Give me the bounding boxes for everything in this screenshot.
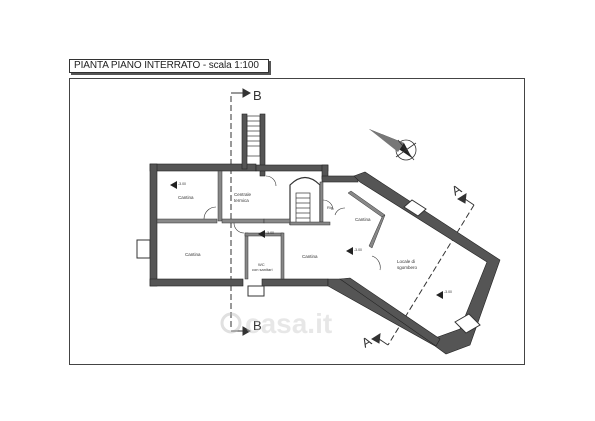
room-label-cantina-nw: Cantina <box>178 195 194 200</box>
window-wells <box>136 199 481 334</box>
doors <box>203 175 381 271</box>
room-label-centrale-1: Centrale <box>234 192 252 197</box>
staircase-north <box>246 115 261 157</box>
exterior-walls <box>149 113 359 287</box>
room-label-locale-2: sgombero <box>397 265 418 270</box>
room-label-wc-2: con sanitari <box>252 267 273 272</box>
east-wing-walls <box>327 171 501 355</box>
plan-title: PIANTA PIANO INTERRATO - scala 1:100 <box>69 59 269 73</box>
svg-text:casa.it: casa.it <box>245 308 332 339</box>
staircase-central <box>289 176 321 225</box>
east-wing-lower-wall <box>339 277 441 347</box>
section-b-bottom-label: B <box>253 318 262 333</box>
level-label-2: -3.00 <box>266 231 274 235</box>
room-label-cantina-ne: Cantina <box>355 217 371 222</box>
drawing-frame <box>69 78 525 365</box>
watermark-logo: casa.it <box>220 308 332 339</box>
level-label-1: -3.00 <box>178 182 186 186</box>
level-label-4: -3.00 <box>444 290 452 294</box>
section-line-b <box>230 88 252 336</box>
room-label-rip: Rip. <box>327 205 334 210</box>
room-label-cantina-c: Cantina <box>302 254 318 259</box>
level-label-3: -3.00 <box>354 248 362 252</box>
north-arrow-icon <box>369 129 417 161</box>
room-label-centrale-2: termica <box>234 198 249 203</box>
section-a-bottom-label: A <box>359 333 374 350</box>
room-label-wc-1: WC <box>258 262 265 267</box>
level-markers <box>170 181 443 299</box>
section-b-top-label: B <box>253 88 262 103</box>
room-label-cantina-w: Cantina <box>185 252 201 257</box>
room-label-locale-1: Locale di <box>397 259 415 264</box>
interior-walls <box>156 170 386 280</box>
